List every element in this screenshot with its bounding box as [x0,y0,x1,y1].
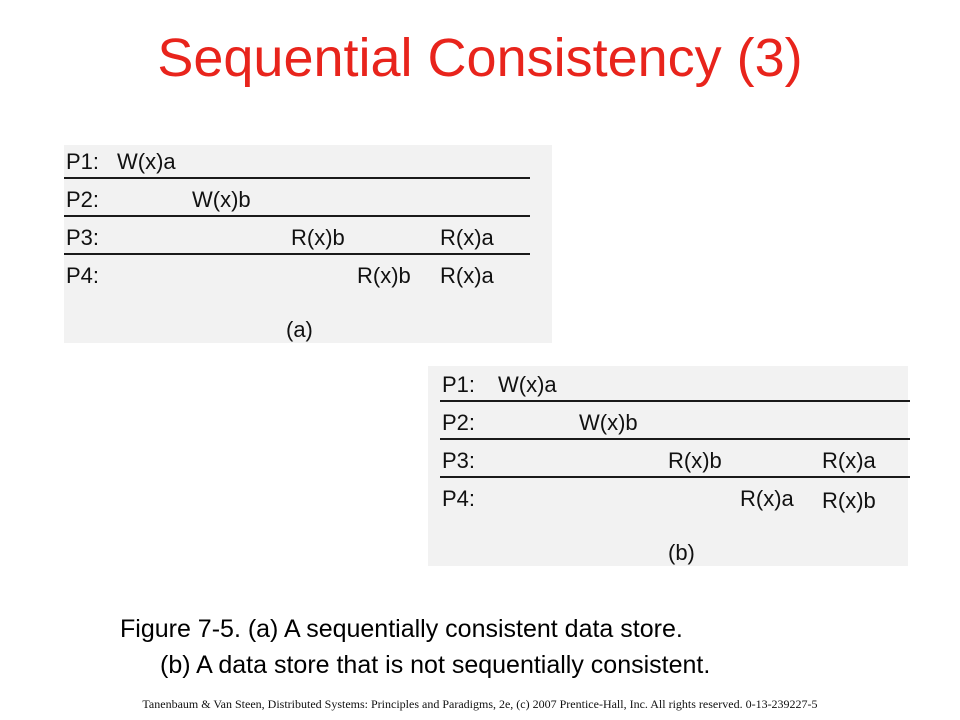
event-r-x-b: R(x)b [357,263,411,288]
diagram-a: P1: W(x)a P2: W(x)b P3: R(x)b R(x)a P4: … [64,145,552,343]
event-w-x-b: W(x)b [579,410,638,435]
timeline-rule [64,253,530,255]
diagram-label-a: (a) [286,317,313,342]
process-label-p1: P1: [66,149,100,174]
event-r-x-b: R(x)b [822,488,876,513]
figure-caption-line-1: Figure 7-5. (a) A sequentially consisten… [120,615,683,643]
event-r-x-b: R(x)b [668,448,722,473]
timeline-rule [64,215,530,217]
event-r-x-a: R(x)a [822,448,876,473]
event-w-x-a: W(x)a [117,149,176,174]
event-r-x-b: R(x)b [291,225,345,250]
timeline-rule [440,400,910,402]
diagram-b: P1: W(x)a P2: W(x)b P3: R(x)b R(x)a P4: … [428,366,910,566]
figure-caption-line-2: (b) A data store that is not sequentiall… [160,651,711,679]
process-label-p4: P4: [66,263,100,288]
process-label-p4: P4: [442,486,476,511]
copyright-footer: Tanenbaum & Van Steen, Distributed Syste… [142,697,818,711]
process-label-p2: P2: [442,410,476,435]
timeline-rule [440,476,910,478]
event-r-x-a: R(x)a [440,225,494,250]
event-r-x-a: R(x)a [740,486,794,511]
event-w-x-b: W(x)b [192,187,251,212]
process-label-p1: P1: [442,372,476,397]
event-w-x-a: W(x)a [498,372,557,397]
slide-title: Sequential Consistency (3) [157,28,803,88]
process-label-p2: P2: [66,187,100,212]
diagram-label-b: (b) [668,540,695,565]
timeline-rule [440,438,910,440]
timeline-rule [64,177,530,179]
process-label-p3: P3: [66,225,100,250]
process-label-p3: P3: [442,448,476,473]
event-r-x-a: R(x)a [440,263,494,288]
